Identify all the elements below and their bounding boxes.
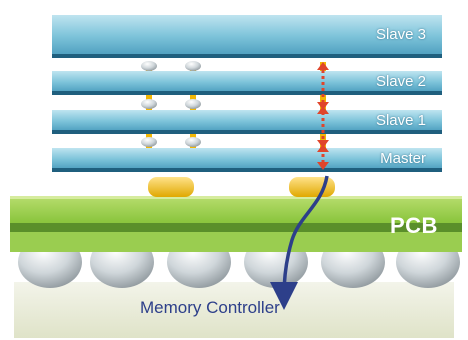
pcb-board — [10, 196, 462, 252]
die-slave1 — [52, 110, 442, 134]
die-label-master: Master — [380, 150, 426, 167]
bump — [148, 177, 194, 197]
die-slave3 — [52, 15, 442, 58]
controller-connection-line — [270, 175, 329, 310]
die-label-slave1: Slave 1 — [375, 112, 426, 129]
die-slave2 — [52, 71, 442, 95]
die-label-slave2: Slave 2 — [375, 73, 426, 90]
die-master — [52, 148, 442, 172]
master-bumps — [148, 177, 335, 197]
controller-substrate — [14, 282, 454, 338]
memory-controller-label: Memory Controller — [140, 298, 280, 317]
bump — [289, 177, 335, 197]
signal-path — [317, 62, 329, 170]
pcb-label: PCB — [390, 213, 438, 238]
die-label-slave3: Slave 3 — [375, 26, 426, 43]
